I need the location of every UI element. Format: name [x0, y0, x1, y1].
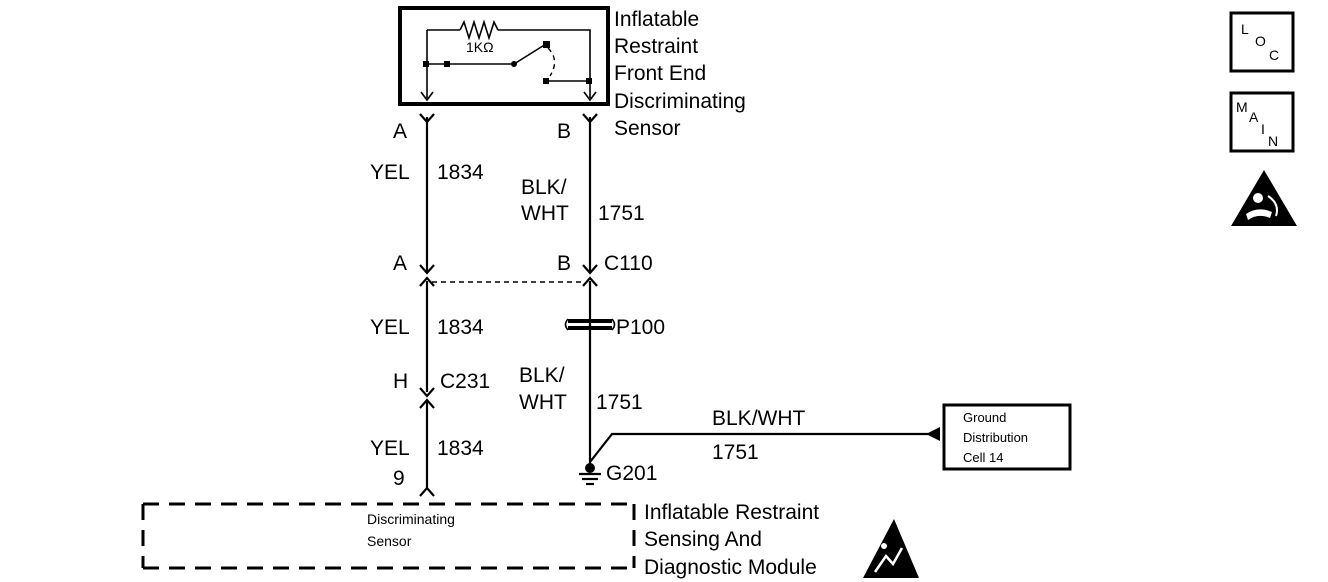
sensor-name-line-3: Front End [614, 62, 706, 85]
sensor-housing [398, 6, 610, 106]
ground-distribution-line-3: Cell 14 [963, 450, 1003, 465]
right-wire-blkwht-1751 [582, 113, 598, 464]
right-color-bottom-line-2: WHT [519, 391, 567, 414]
sensor-name-line-1: Inflatable [614, 8, 699, 31]
right-number-top: 1751 [598, 202, 645, 225]
splice-p100 [564, 318, 616, 331]
ground-distribution-line-2: Distribution [963, 430, 1028, 445]
left-number-top: 1834 [437, 161, 484, 184]
sensor-name-line-5: Sensor [614, 117, 681, 140]
branch-color: BLK/WHT [712, 407, 806, 430]
module-name-line-1: Inflatable Restraint [644, 501, 819, 524]
left-number-mid: 1834 [437, 316, 484, 339]
module-name-line-3: Diagnostic Module [644, 556, 817, 579]
left-color-bottom: YEL [370, 437, 410, 460]
right-color-bottom-line-1: BLK/ [519, 364, 565, 387]
main-letter-2: A [1249, 109, 1259, 125]
left-pin-module: 9 [393, 467, 405, 490]
module-internal-label-line-1: Discriminating [367, 511, 455, 527]
main-letter-3: I [1261, 121, 1265, 137]
airbag-warning-icon[interactable] [1231, 170, 1297, 226]
resistor-label: 1KΩ [466, 39, 494, 55]
right-color-top-line-1: BLK/ [521, 176, 567, 199]
ground-g201-symbol [579, 463, 601, 486]
ground-g201-label: G201 [606, 462, 657, 485]
left-color-mid: YEL [370, 316, 410, 339]
left-pin-c110: A [393, 252, 407, 275]
main-letter-1: M [1236, 99, 1248, 115]
front-end-sensor: 1KΩ [398, 6, 610, 106]
switch-arm [513, 43, 547, 65]
main-icon[interactable]: M A I N [1229, 91, 1295, 153]
loc-letter-2: O [1255, 33, 1266, 49]
left-pin-c231: H [393, 370, 408, 393]
sensing-diagnostic-module-box [141, 502, 636, 570]
right-pin-top: B [557, 120, 571, 143]
splice-p100-label: P100 [616, 316, 665, 339]
left-color-top: YEL [370, 161, 410, 184]
loc-letter-3: C [1269, 47, 1279, 63]
ground-distribution-line-1: Ground [963, 410, 1006, 425]
right-number-bottom: 1751 [596, 391, 643, 414]
main-letter-4: N [1268, 133, 1278, 149]
connector-c110-label: C110 [604, 252, 653, 275]
sensor-name-line-2: Restraint [614, 35, 698, 58]
ground-distribution-box: Ground Distribution Cell 14 [942, 403, 1072, 471]
sensor-name-line-4: Discriminating [614, 90, 746, 113]
left-pin-top: A [393, 120, 407, 143]
right-pin-c110: B [557, 252, 571, 275]
left-number-bottom: 1834 [437, 437, 484, 460]
resistor-symbol [459, 19, 499, 41]
esd-warning-icon [863, 519, 919, 578]
loc-letter-1: L [1241, 21, 1249, 37]
connector-c231-label: C231 [440, 370, 490, 393]
left-wire-yel-1834 [419, 113, 435, 497]
branch-arrow [926, 427, 940, 441]
loc-icon[interactable]: L O C [1229, 11, 1295, 73]
branch-number: 1751 [712, 441, 759, 464]
module-internal-label-line-2: Sensor [367, 533, 412, 549]
ground-branch-wire [589, 432, 928, 463]
module-name-line-2: Sensing And [644, 528, 762, 551]
right-color-top-line-2: WHT [521, 202, 569, 225]
